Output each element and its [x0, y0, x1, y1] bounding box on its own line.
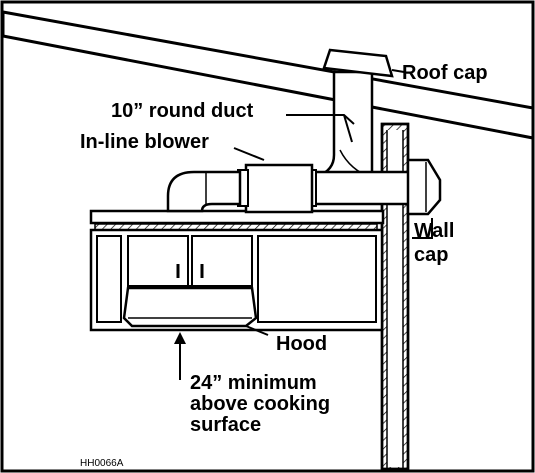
label-min-height-line1: 24” minimum	[190, 372, 317, 394]
wall-cap	[406, 158, 442, 216]
label-hood: Hood	[276, 333, 328, 355]
label-round-duct: 10” round duct	[111, 100, 254, 122]
arrow-up-icon	[174, 332, 186, 344]
leader-lines	[179, 69, 433, 380]
hood-supply-duct	[166, 170, 242, 213]
inline-blower	[237, 163, 314, 214]
horizontal-duct	[307, 169, 412, 207]
label-inline-blower: In-line blower	[80, 131, 209, 153]
ceiling-joist	[89, 209, 385, 231]
label-roof-cap: Roof cap	[402, 62, 488, 84]
figure-code: HH0066A	[80, 458, 124, 469]
label-min-height-line2: above cooking	[190, 393, 331, 415]
label-min-height-line3: surface	[190, 414, 262, 436]
roof-cap	[322, 48, 394, 78]
range-hood	[122, 286, 258, 328]
label-wall-cap-line1: Wall	[414, 220, 455, 242]
label-wall-cap-line2: cap	[414, 244, 449, 266]
